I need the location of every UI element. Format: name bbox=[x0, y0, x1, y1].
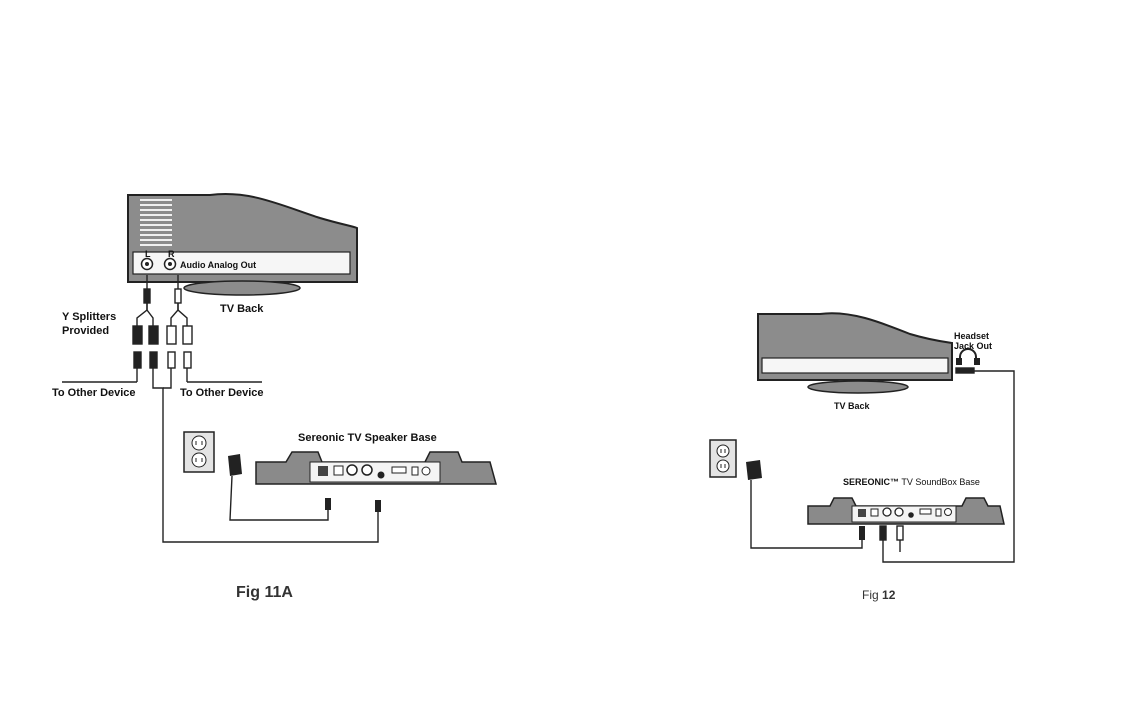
fig-11a-caption: Fig 11A bbox=[236, 584, 293, 601]
tv-stand-base bbox=[183, 280, 301, 296]
tv-back-label: TV Back bbox=[220, 303, 264, 315]
speaker-base-label: Sereonic TV Speaker Base bbox=[298, 432, 437, 444]
fig-12-caption: Fig 12 bbox=[862, 588, 896, 602]
to-other-device-left-label: To Other Device bbox=[52, 387, 136, 399]
tv-back-illustration: L R Audio Analog Out TV Back bbox=[127, 193, 358, 315]
soundbox-brand: SEREONIC™ bbox=[843, 477, 899, 487]
svg-text:L: L bbox=[145, 249, 151, 259]
fig-12: TV Back Headset Jack Out bbox=[709, 312, 1015, 602]
soundbox-base-illustration bbox=[807, 497, 1005, 525]
headphone-icon bbox=[956, 348, 980, 365]
fig-12-caption-number: 12 bbox=[882, 588, 896, 602]
wall-outlet-icon bbox=[183, 431, 215, 473]
to-other-device-right-label: To Other Device bbox=[180, 387, 264, 399]
fig-12-caption-prefix: Fig bbox=[862, 588, 882, 602]
wall-outlet-icon-fig12 bbox=[709, 439, 737, 478]
tv-connector-panel bbox=[132, 251, 351, 275]
tv-back-label-fig12: TV Back bbox=[834, 401, 871, 411]
headset-cable bbox=[879, 367, 1015, 563]
tv-back-illustration-fig12: TV Back bbox=[757, 312, 953, 411]
speaker-base-illustration bbox=[255, 451, 497, 485]
power-adapter-icon-fig12 bbox=[746, 460, 865, 549]
tv-vent-grille bbox=[140, 199, 172, 246]
audio-analog-out-label: Audio Analog Out bbox=[180, 260, 256, 270]
y-splitters-provided-label: Provided bbox=[62, 325, 109, 337]
jack-out-label: Jack Out bbox=[954, 341, 992, 351]
power-adapter-icon bbox=[228, 454, 331, 521]
fig-11a: L R Audio Analog Out TV Back bbox=[52, 193, 497, 601]
soundbox-name: TV SoundBox Base bbox=[899, 477, 980, 487]
y-splitters-label: Y Splitters bbox=[62, 311, 116, 323]
soundbox-base-label: SEREONIC™ TV SoundBox Base bbox=[843, 477, 980, 487]
headset-label: Headset bbox=[954, 331, 989, 341]
svg-text:R: R bbox=[168, 249, 175, 259]
y-splitter-cables bbox=[62, 275, 379, 543]
